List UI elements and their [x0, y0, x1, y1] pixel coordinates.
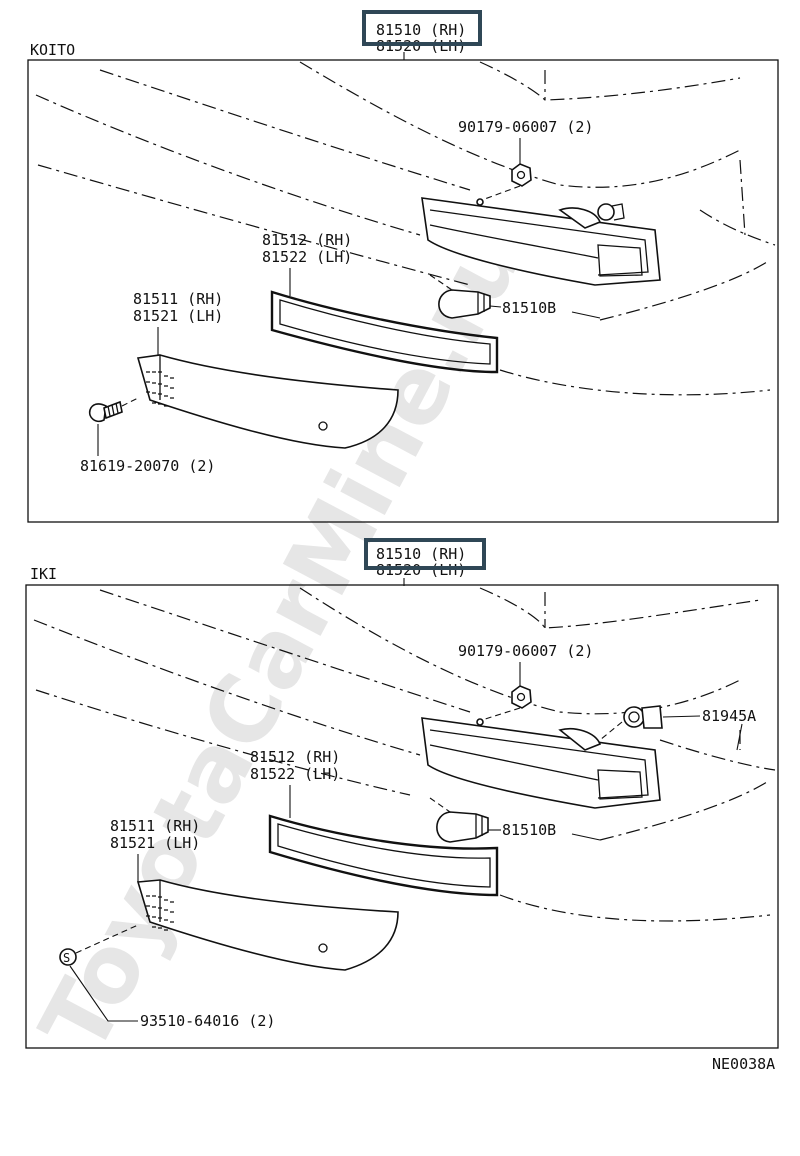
nut-label-bottom: 90179-06007 (2)	[458, 642, 593, 660]
lamp-housing-top	[421, 197, 661, 286]
socket-icon-bottom	[599, 705, 663, 741]
nut-icon-bottom	[476, 685, 532, 726]
screw-mark-bottom: S	[63, 951, 70, 965]
bulb-icon-bottom	[429, 797, 489, 843]
frame-top	[27, 59, 779, 523]
lens-bottom	[136, 879, 399, 971]
socket-label-bottom: 81945A	[702, 707, 756, 725]
lens-lh-label-bottom: 81521 (LH)	[110, 834, 200, 852]
vehicle-body-outline-top	[35, 61, 776, 396]
gasket-lh-label-top: 81522 (LH)	[262, 248, 352, 266]
screw-icon-bottom: S	[59, 924, 139, 966]
gasket-lh-label-bottom: 81522 (LH)	[250, 765, 340, 783]
gasket-top	[270, 290, 499, 374]
frame-bottom	[25, 584, 779, 1049]
section-label-koito: KOITO	[30, 41, 75, 59]
lens-rh-label-bottom: 81511 (RH)	[110, 817, 200, 835]
section-koito: KOITO 81510 (RH) 81520 (LH)	[27, 10, 779, 523]
vehicle-body-outline-bottom	[33, 587, 776, 922]
lens-rh-label-top: 81511 (RH)	[133, 290, 223, 308]
gasket-rh-label-bottom: 81512 (RH)	[250, 748, 340, 766]
bulb-icon-top	[429, 274, 491, 319]
lamp-housing-bottom	[421, 717, 661, 809]
lens-lh-label-top: 81521 (LH)	[133, 307, 223, 325]
highlight-box-top	[362, 10, 482, 46]
lens-top	[136, 354, 399, 449]
screw-label-top: 81619-20070 (2)	[80, 457, 215, 475]
nut-icon-top	[476, 163, 532, 206]
title-rh-top: 81510 (RH)	[376, 21, 466, 39]
bulb-label-bottom: 81510B	[502, 821, 556, 839]
screw-label-bottom: 93510-64016 (2)	[140, 1012, 275, 1030]
gasket-bottom	[268, 814, 499, 897]
screw-icon-top	[88, 397, 139, 423]
gasket-rh-label-top: 81512 (RH)	[262, 231, 352, 249]
section-iki: IKI 81510 (RH) 81520 (LH)	[25, 538, 779, 1049]
section-label-iki: IKI	[30, 565, 57, 583]
nut-label-top: 90179-06007 (2)	[458, 118, 593, 136]
bulb-label-top: 81510B	[502, 299, 556, 317]
highlight-box-bottom	[364, 538, 486, 570]
figure-code: NE0038A	[712, 1055, 775, 1073]
title-rh-bottom: 81510 (RH)	[376, 545, 466, 563]
